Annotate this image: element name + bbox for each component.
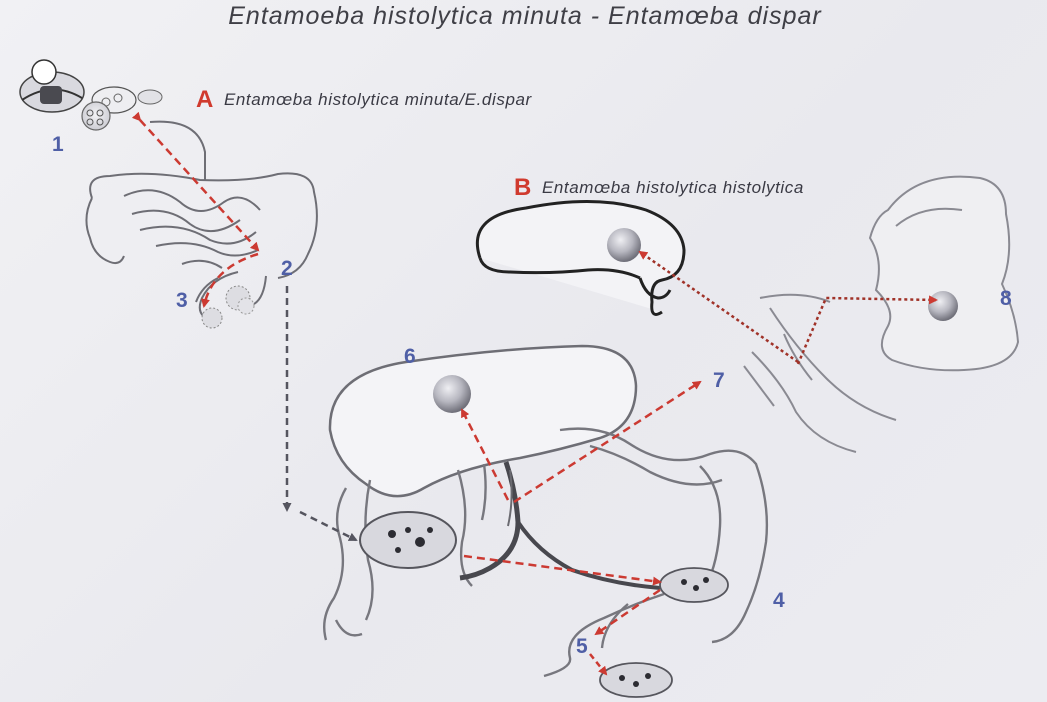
arrow-stool-to-passed [590,654,606,674]
ingested-cysts [82,102,110,130]
step-number-5: 5 [576,636,588,657]
lung-illustration [744,177,1018,452]
step-number-8: 8 [1000,288,1012,309]
arrow-ingestion-to-intestine [140,120,258,250]
trophozoite-in-colon [660,568,728,602]
arrow-colon-to-stool [596,590,660,634]
lung-lesion [928,291,958,321]
passed-cysts [202,286,254,328]
liver-lesion [433,375,471,413]
trophozoite-passed [600,663,672,697]
brain-lesion [607,228,641,262]
intestine-illustration [86,122,316,318]
step-number-6: 6 [404,346,416,367]
arrow-cecum-to-colon [464,556,660,582]
step-number-2: 2 [281,258,293,279]
liver-illustration [330,346,636,496]
arrow-to-cecum-trophozoite [300,512,356,540]
step-number-4: 4 [773,590,785,611]
step-number-3: 3 [176,290,188,311]
trophozoite-in-cecum [360,512,456,568]
step-number-7: 7 [713,370,725,391]
arrow-lung-to-brain [640,252,798,362]
step-number-1: 1 [52,134,64,155]
brain-illustration [477,201,684,314]
